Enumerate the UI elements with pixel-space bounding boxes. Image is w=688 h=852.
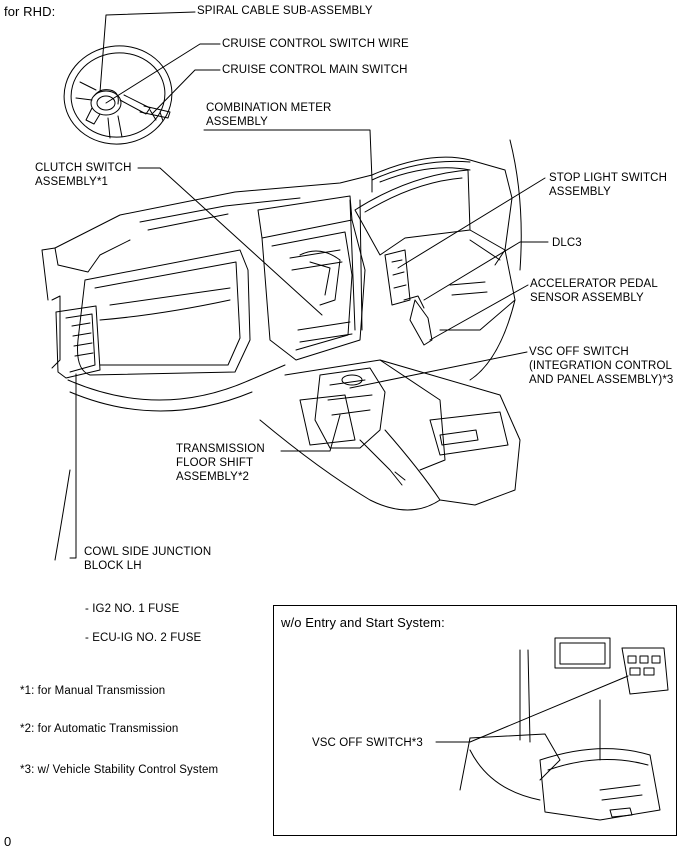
footnote: *3: w/ Vehicle Stability Control System [20,764,219,776]
inset-illustration [435,637,669,821]
dashboard-illustration [41,139,522,561]
inset-title: w/o Entry and Start System: [281,615,445,630]
footnote: *1: for Manual Transmission [20,685,166,697]
page-title: for RHD: [4,4,56,19]
fuse-item: - ECU-IG NO. 2 FUSE [85,632,202,644]
leader-lines [69,11,549,559]
label-clutch-switch: CLUTCH SWITCH ASSEMBLY*1 [35,162,132,188]
label-spiral-cable: SPIRAL CABLE SUB-ASSEMBLY [197,5,373,17]
label-transmission-floor-shift: TRANSMISSION FLOOR SHIFT ASSEMBLY*2 [176,443,265,483]
label-stop-light-switch: STOP LIGHT SWITCH ASSEMBLY [549,172,667,198]
label-cruise-control-switch-wire: CRUISE CONTROL SWITCH WIRE [222,38,409,50]
inset-label-vsc-off-switch: VSC OFF SWITCH*3 [312,737,423,749]
label-cowl-side-junction-block: COWL SIDE JUNCTION BLOCK LH [84,546,212,572]
label-accelerator-pedal-sensor: ACCELERATOR PEDAL SENSOR ASSEMBLY [530,278,658,304]
footnote: *2: for Automatic Transmission [20,723,179,735]
fuse-item: - IG2 NO. 1 FUSE [85,603,180,615]
label-combination-meter: COMBINATION METER ASSEMBLY [206,102,332,128]
label-dlc3: DLC3 [552,237,582,249]
label-vsc-off-switch: VSC OFF SWITCH (INTEGRATION CONTROL AND … [529,346,674,386]
corner-mark: 0 [4,834,12,849]
label-cruise-control-main-switch: CRUISE CONTROL MAIN SWITCH [222,64,408,76]
steering-wheel-illustration [63,45,173,145]
inset-panel [273,605,677,836]
